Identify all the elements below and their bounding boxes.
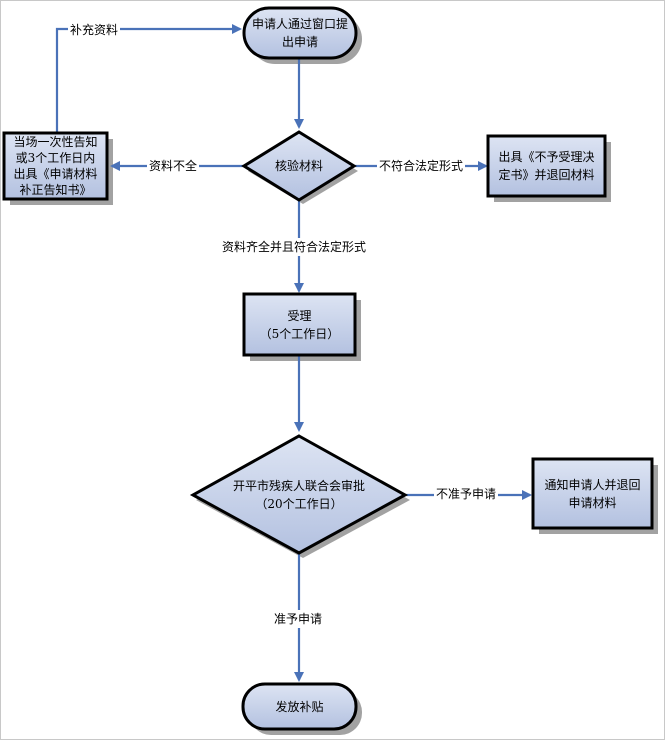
reject-form-line-2: 定书》并退回材料 [498, 168, 595, 182]
edge-label-complete-text: 资料齐全并且符合法定形式 [222, 240, 367, 254]
apply-label-line-2: 出申请 [281, 35, 318, 49]
edge-label-supplement: 补充资料 [68, 21, 121, 39]
verify-label: 核验材料 [254, 156, 344, 176]
notify-return-line-2: 申请材料 [568, 495, 617, 510]
edge-supplement [55, 24, 242, 135]
apply-label: 申请人通过窗口提 出申请 [244, 8, 356, 58]
notify-supplement-line-3: 出具《申请材料 [13, 167, 98, 181]
subsidy-label: 发放补贴 [243, 684, 356, 729]
node-approve [189, 434, 409, 555]
node-accept [242, 292, 357, 357]
edge-label-incomplete: 资料不全 [147, 157, 200, 175]
subsidy-label-line-1: 发放补贴 [275, 699, 324, 714]
approve-label: 开平市残疾人联合会审批 （20个工作日） [213, 475, 385, 515]
node-subsidy [241, 682, 358, 731]
verify-label-line-1: 核验材料 [274, 159, 323, 173]
edge-label-deny-text: 不准予申请 [436, 487, 497, 501]
approve-label-line-1: 开平市残疾人联合会审批 [232, 479, 365, 493]
node-reject-form [486, 134, 607, 198]
notify-supplement-line-1: 当场一次性告知 [13, 135, 98, 149]
notify-supplement-line-4: 补正告知书》 [19, 183, 92, 197]
notify-return-line-1: 通知申请人并退回 [544, 477, 641, 492]
reject-form-line-1: 出具《不予受理决 [498, 150, 595, 164]
reject-form-label: 出具《不予受理决 定书》并退回材料 [488, 136, 605, 196]
node-notify-supplement [2, 131, 109, 201]
edge-label-grant: 准予申请 [272, 610, 325, 628]
edge-label-supplement-text: 补充资料 [70, 23, 119, 37]
accept-label-line-2: （5个工作日） [259, 326, 340, 341]
edge-label-non-compliant-text: 不符合法定形式 [379, 159, 464, 173]
node-verify [241, 130, 357, 202]
node-apply [242, 6, 358, 60]
edge-label-deny: 不准予申请 [434, 485, 499, 503]
edge-label-grant-text: 准予申请 [274, 612, 323, 626]
approve-label-line-2: （20个工作日） [255, 497, 343, 511]
accept-label: 受理 （5个工作日） [244, 294, 355, 355]
edge-label-complete: 资料齐全并且符合法定形式 [220, 238, 369, 256]
accept-label-line-1: 受理 [287, 308, 312, 323]
edge-label-non-compliant: 不符合法定形式 [377, 157, 466, 175]
edge-label-incomplete-text: 资料不全 [149, 159, 198, 173]
notify-supplement-line-2: 或3个工作日内 [15, 151, 96, 165]
notify-return-label: 通知申请人并退回 申请材料 [533, 459, 652, 528]
notify-supplement-label: 当场一次性告知 或3个工作日内 出具《申请材料 补正告知书》 [4, 133, 107, 199]
node-notify-return [531, 457, 654, 530]
apply-label-line-1: 申请人通过窗口提 [251, 17, 348, 31]
